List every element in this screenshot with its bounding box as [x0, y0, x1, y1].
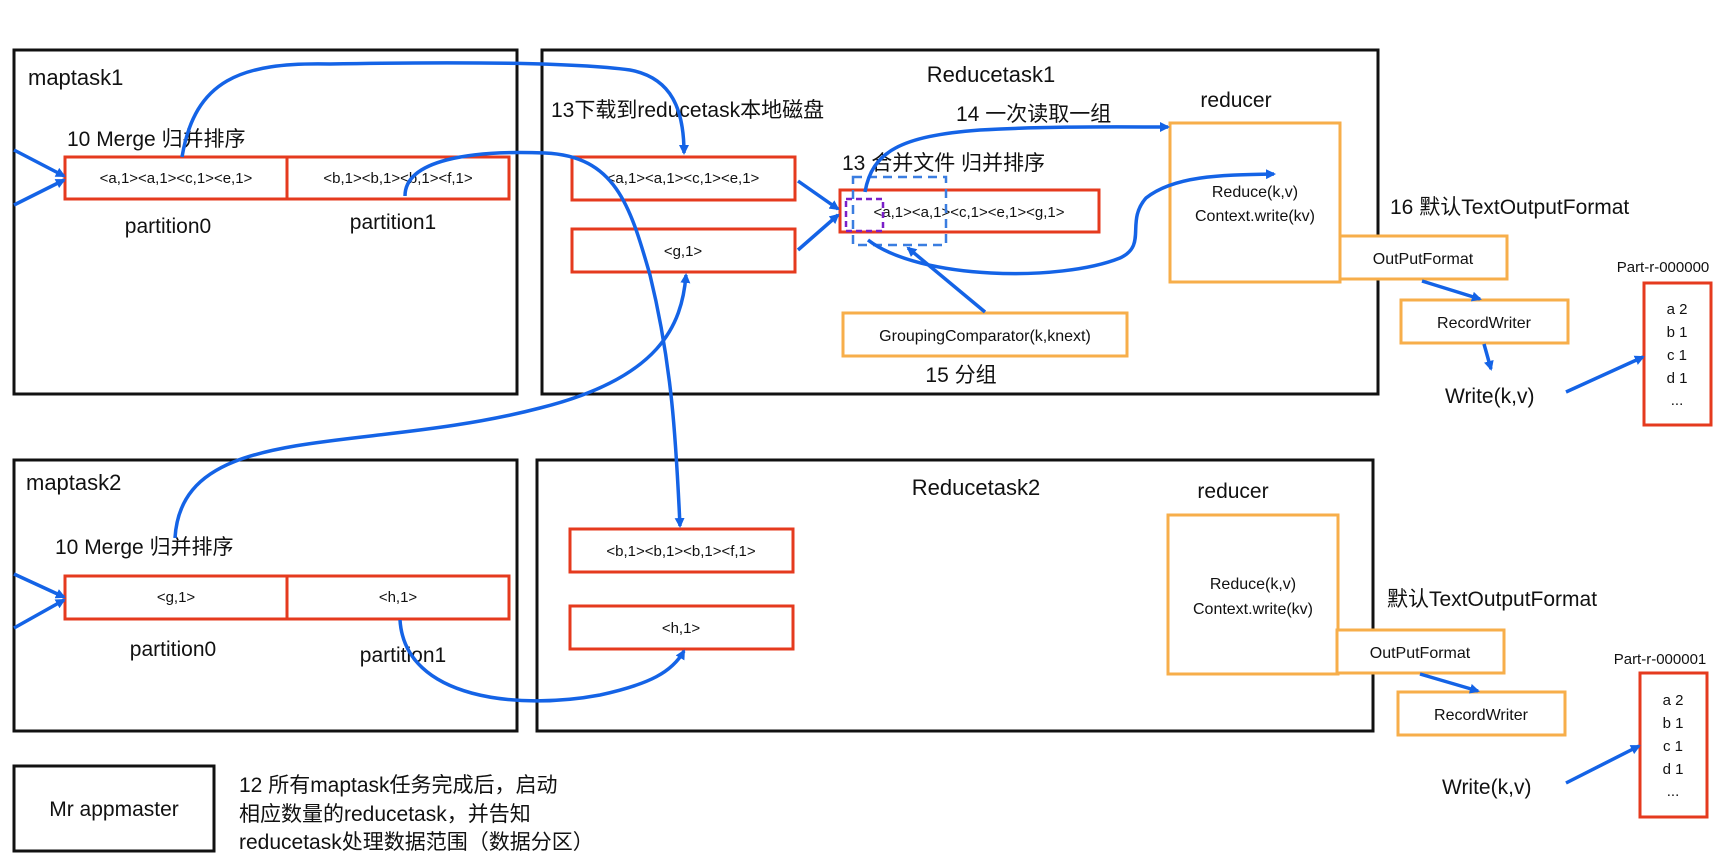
reducer1-title: reducer	[1200, 89, 1271, 112]
reducer2-context-write: Context.write(kv)	[1193, 601, 1313, 618]
reducetask1-merge-sort-label: 13 合并文件 归并排序	[842, 152, 1045, 175]
part-file-1-line: d 1	[1667, 370, 1688, 387]
reducetask1-file1-records: <a,1><a,1><c,1><e,1>	[607, 170, 760, 187]
merge-arrow	[796, 179, 840, 211]
output-format-to-record-writer-arrow	[1421, 279, 1482, 302]
reducer2-box	[1166, 513, 1340, 676]
record-writer-to-write-arrow	[1482, 343, 1494, 371]
reducer2-reduce-call: Reduce(k,v)	[1210, 576, 1296, 593]
part-file-1-line: b 1	[1667, 324, 1688, 341]
reducetask2-output-format-label: 默认TextOutputFormat	[1387, 588, 1597, 611]
merge-arrow	[796, 213, 840, 252]
maptask1-panel: maptask1 10 Merge 归并排序 <a,1><a,1><c,1><e…	[12, 48, 519, 396]
flow-arrows	[13, 61, 1645, 785]
part-file-2-line: b 1	[1663, 715, 1684, 732]
part-file-title-1: Part-r-000000	[1617, 259, 1710, 276]
part-file-1-line: c 1	[1667, 347, 1687, 364]
record-writer-label-2: RecordWriter	[1434, 707, 1529, 724]
appmaster-note-line: 12 所有maptask任务完成后，启动	[239, 774, 558, 797]
maptask1-frame	[12, 48, 519, 396]
maptask1-title: maptask1	[28, 65, 123, 90]
reducer2-title: reducer	[1197, 480, 1268, 503]
reducetask1-merged-records: <a,1><a,1><c,1><e,1><g,1>	[873, 204, 1064, 221]
part-file-box-1	[1642, 281, 1713, 427]
grouping-step-label: 15 分组	[925, 364, 996, 387]
write-to-part-file-arrow	[1565, 355, 1645, 394]
maptask2-partition1-records: <h,1>	[379, 589, 418, 606]
write-label-2: Write(k,v)	[1442, 776, 1531, 799]
maptask1-partition0-label: partition0	[125, 215, 211, 238]
maptask2-partition1-cell	[285, 574, 511, 621]
maptask2-input-arrow	[13, 598, 66, 630]
reducer1-context-write: Context.write(kv)	[1195, 208, 1315, 225]
reducetask1-read-group-label: 14 一次读取一组	[956, 103, 1111, 126]
part-file-1-line: ...	[1671, 392, 1684, 409]
output-format-box-1	[1338, 234, 1509, 281]
reducetask1-output-format-label: 16 默认TextOutputFormat	[1390, 196, 1629, 219]
reducetask2-file1-cell	[568, 527, 795, 574]
reducetask2-title: Reducetask2	[912, 475, 1040, 500]
maptask1-partition0-cell	[63, 155, 289, 201]
output-format-label-1: OutPutFormat	[1373, 251, 1474, 268]
maptask1-merge-label: 10 Merge 归并排序	[67, 128, 246, 151]
reducetask2-output: 默认TextOutputFormat OutPutFormat RecordWr…	[1335, 588, 1709, 819]
grouping-comparator-arrow	[906, 246, 987, 314]
maptask2-partition0-label: partition0	[130, 638, 216, 661]
reducetask1-file2-records: <g,1>	[664, 243, 703, 260]
maptask1-partition1-label: partition1	[350, 211, 436, 234]
part-file-2-line: ...	[1667, 783, 1680, 800]
maptask2-partition0-records: <g,1>	[157, 589, 196, 606]
shuffle-arrow-m2p0-to-r1	[173, 273, 691, 539]
maptask1-partition1-records: <b,1><b,1><b,1><f,1>	[323, 170, 473, 187]
record-writer-box-1	[1399, 298, 1570, 345]
reducetask1-title: Reducetask1	[927, 62, 1055, 87]
part-file-2-line: a 2	[1663, 692, 1684, 709]
shuffle-arrow-m2p1-to-r2	[398, 619, 686, 703]
read-group-arrow	[863, 121, 1170, 193]
maptask2-title: maptask2	[26, 470, 121, 495]
grouping-comparator-box	[841, 311, 1129, 358]
reducetask1-output: 16 默认TextOutputFormat OutPutFormat Recor…	[1338, 196, 1713, 427]
part-file-2-line: d 1	[1663, 761, 1684, 778]
reducetask2-file2-records: <h,1>	[662, 620, 701, 637]
reducer1-box	[1168, 121, 1342, 284]
reducetask2-file1-records: <b,1><b,1><b,1><f,1>	[606, 543, 756, 560]
reducetask1-panel: Reducetask1 13下载到reducetask本地磁盘 14 一次读取一…	[540, 48, 1380, 396]
maptask2-input-arrow	[13, 572, 66, 599]
shuffle-arrow-m1p1-to-r2	[403, 150, 685, 528]
part-file-2-line: c 1	[1663, 738, 1683, 755]
maptask2-partition1-label: partition1	[360, 644, 446, 667]
shuffle-arrow-m1p0-to-r1	[180, 61, 689, 158]
grouping-window-dashed-box	[851, 175, 948, 247]
part-file-1-line: a 2	[1667, 301, 1688, 318]
grouping-comparator-label: GroupingComparator(k,knext)	[879, 328, 1091, 345]
appmaster-label: Mr appmaster	[49, 798, 179, 821]
group-loop-arrow	[866, 169, 1276, 276]
write-to-part-file-arrow	[1565, 744, 1641, 785]
maptask2-merge-label: 10 Merge 归并排序	[55, 536, 234, 559]
appmaster-panel: Mr appmaster 12 所有maptask任务完成后，启动 相应数量的r…	[12, 764, 594, 854]
current-key-dashed-box	[844, 197, 885, 233]
maptask1-partition1-cell	[285, 155, 511, 201]
maptask1-partition0-records: <a,1><a,1><c,1><e,1>	[100, 170, 253, 187]
reducetask2-panel: Reducetask2 <b,1><b,1><b,1><f,1> <h,1> r…	[535, 458, 1375, 733]
record-writer-label-1: RecordWriter	[1437, 315, 1532, 332]
maptask2-panel: maptask2 10 Merge 归并排序 <g,1> <h,1> parti…	[12, 458, 519, 733]
appmaster-box	[12, 764, 216, 853]
output-format-label-2: OutPutFormat	[1370, 645, 1471, 662]
appmaster-note-line: 相应数量的reducetask，并告知	[239, 803, 531, 826]
maptask1-input-arrow	[13, 178, 66, 207]
output-format-to-record-writer-arrow	[1419, 672, 1480, 694]
appmaster-note-line: reducetask处理数据范围（数据分区）	[239, 831, 594, 854]
part-file-box-2	[1638, 671, 1709, 819]
reducetask1-file2-cell	[570, 227, 797, 274]
part-file-title-2: Part-r-000001	[1614, 651, 1707, 668]
write-label-1: Write(k,v)	[1445, 385, 1534, 408]
reducetask2-file2-cell	[568, 604, 795, 651]
reducetask1-download-label: 13下载到reducetask本地磁盘	[551, 99, 824, 122]
maptask1-input-arrow	[13, 148, 66, 178]
reducer1-reduce-call: Reduce(k,v)	[1212, 184, 1298, 201]
record-writer-box-2	[1396, 690, 1567, 737]
